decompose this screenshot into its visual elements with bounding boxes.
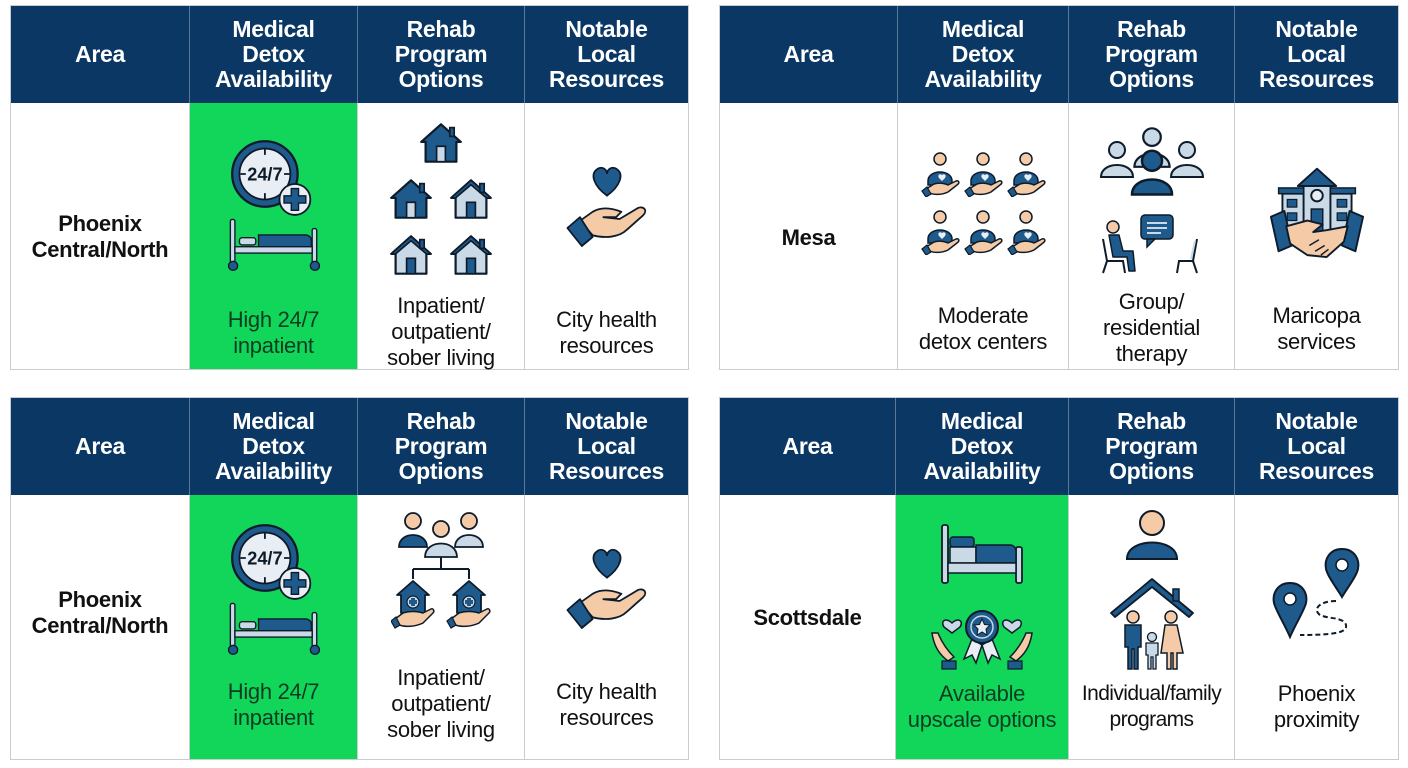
header-resources: Notable Local Resources <box>549 408 664 484</box>
header-resources: Notable Local Resources <box>1259 408 1374 484</box>
map-pins-route-icon <box>1272 547 1359 640</box>
table-header: Area Medical Detox Availability Rehab Pr… <box>11 6 688 103</box>
table-row: Scottsdale Availa <box>720 495 1398 759</box>
cell-area: Phoenix Central/North <box>11 495 190 759</box>
table-header: Area Medical Detox Availability Rehab Pr… <box>720 6 1398 103</box>
header-detox: Medical Detox Availability <box>898 6 1069 103</box>
header-detox: Medical Detox Availability <box>190 6 358 103</box>
bed-award-icon <box>931 524 1033 670</box>
table-mesa: Area Medical Detox Availability Rehab Pr… <box>719 5 1399 370</box>
cell-detox: Available upscale options <box>896 495 1069 759</box>
rehab-text: Inpatient/ outpatient/ sober living <box>387 293 495 370</box>
cell-area: Mesa <box>720 103 898 369</box>
header-area: Area <box>720 6 898 103</box>
cell-detox: High 24/7 inpatient <box>190 103 358 369</box>
detox-text: Moderate detox centers <box>918 303 1048 354</box>
cell-rehab: Inpatient/ outpatient/ sober living <box>358 103 525 370</box>
cell-area: Phoenix Central/North <box>11 103 190 369</box>
hand-heart-icon <box>557 165 657 255</box>
table-header: Area Medical Detox Availability Rehab Pr… <box>11 398 688 495</box>
cell-resources: Phoenix proximity <box>1235 495 1398 759</box>
header-area: Area <box>11 6 190 103</box>
table-row: Phoenix Central/North High 24/7 inpatien… <box>11 495 688 759</box>
group-therapy-icon <box>1097 125 1207 275</box>
area-name: Phoenix Central/North <box>31 211 169 262</box>
clock-24-7-bed-icon <box>224 517 324 659</box>
header-area: Area <box>11 398 190 495</box>
header-rehab: Rehab Program Options <box>1069 398 1235 495</box>
table-row: Phoenix Central/North High 24/7 inpatien… <box>11 103 688 370</box>
header-detox: Medical Detox Availability <box>190 398 358 495</box>
cell-rehab: Group/ residential therapy <box>1069 103 1235 369</box>
resources-text: Maricopa services <box>1272 303 1361 354</box>
header-resources: Notable Local Resources <box>1259 16 1374 92</box>
cell-resources: City health resources <box>525 495 688 759</box>
hand-heart-icon <box>557 547 657 637</box>
resources-text: City health resources <box>556 307 657 358</box>
cell-detox: High 24/7 inpatient <box>190 495 358 759</box>
caregivers-grid-icon <box>920 151 1046 263</box>
cell-resources: City health resources <box>525 103 688 369</box>
header-rehab: Rehab Program Options <box>358 398 525 495</box>
table-row: Mesa Moderate detox centers <box>720 103 1398 369</box>
area-name: Mesa <box>781 225 836 250</box>
header-detox: Medical Detox Availability <box>896 398 1069 495</box>
cell-area: Scottsdale <box>720 495 896 759</box>
header-area: Area <box>720 398 896 495</box>
header-resources: Notable Local Resources <box>549 16 664 92</box>
building-handshake-icon <box>1269 167 1364 258</box>
area-name: Scottsdale <box>753 605 862 630</box>
table-scottsdale: Area Medical Detox Availability Rehab Pr… <box>719 397 1399 760</box>
detox-text: High 24/7 inpatient <box>227 307 320 358</box>
table-phoenix-bottom: Area Medical Detox Availability Rehab Pr… <box>10 397 689 760</box>
rehab-text: Individual/family programs <box>1081 682 1222 731</box>
five-houses-icon <box>385 121 497 281</box>
rehab-text: Group/ residential therapy <box>1103 289 1200 366</box>
detox-text: High 24/7 inpatient <box>227 679 320 730</box>
cell-resources: Maricopa services <box>1235 103 1398 369</box>
cell-detox: Moderate detox centers <box>898 103 1069 369</box>
table-header: Area Medical Detox Availability Rehab Pr… <box>720 398 1398 495</box>
cell-rehab: Inpatient/ outpatient/ sober living <box>358 495 525 759</box>
person-family-house-icon <box>1109 510 1194 670</box>
rehab-text: Inpatient/ outpatient/ sober living <box>387 665 495 742</box>
people-to-care-homes-icon <box>391 512 491 629</box>
table-phoenix-top: Area Medical Detox Availability Rehab Pr… <box>10 5 689 370</box>
area-name: Phoenix Central/North <box>31 587 169 638</box>
resources-text: Phoenix proximity <box>1273 681 1360 732</box>
cell-rehab: Individual/family programs <box>1069 495 1235 759</box>
header-rehab: Rehab Program Options <box>358 6 525 103</box>
detox-text: Available upscale options <box>907 681 1057 732</box>
clock-24-7-bed-icon <box>224 133 324 275</box>
header-rehab: Rehab Program Options <box>1069 6 1235 103</box>
resources-text: City health resources <box>556 679 657 730</box>
